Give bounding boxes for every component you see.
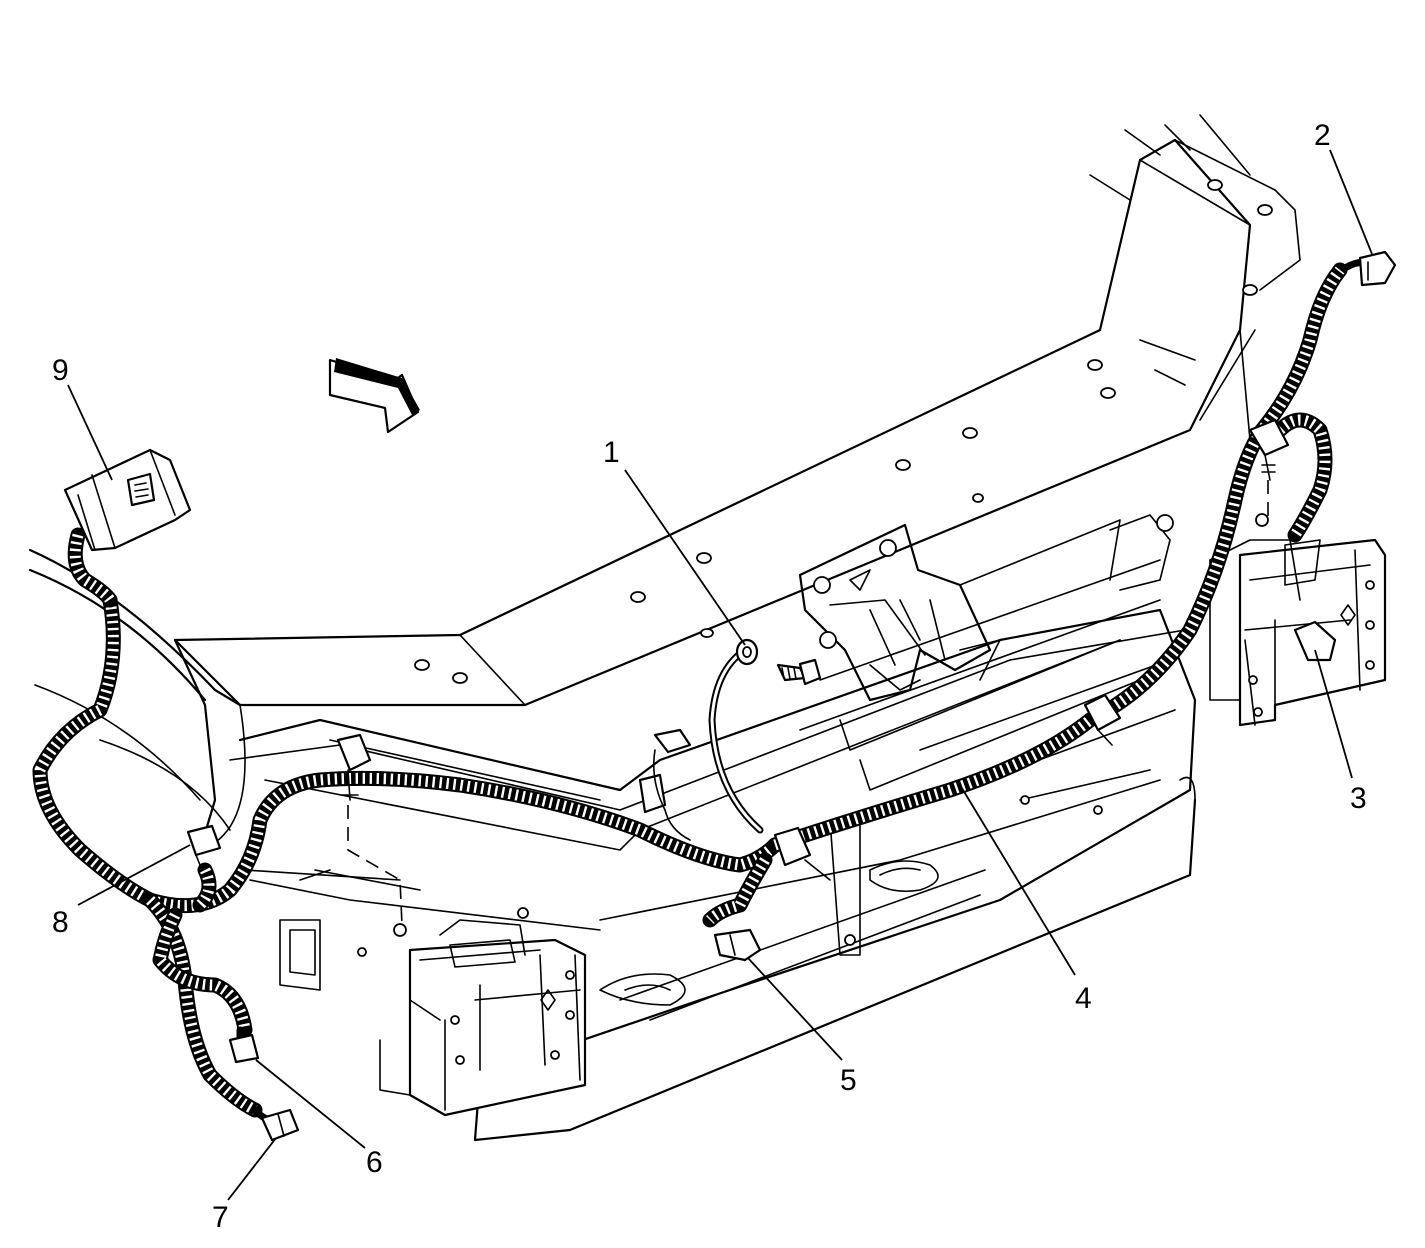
callout-8: 8 <box>52 906 69 939</box>
callouts: 1 2 3 4 5 6 7 8 9 <box>52 119 1367 1234</box>
forward-arrow-icon <box>328 358 420 434</box>
callout-5: 5 <box>840 1064 857 1097</box>
callout-3: 3 <box>1350 782 1367 815</box>
callout-4: 4 <box>1075 982 1092 1015</box>
leader-lines <box>67 149 1373 1201</box>
connectors <box>63 250 1397 1142</box>
wiring-harness <box>32 258 1369 1124</box>
callout-7: 7 <box>212 1201 229 1234</box>
callout-1: 1 <box>603 436 620 469</box>
callout-2: 2 <box>1314 119 1331 152</box>
callout-9: 9 <box>52 354 69 387</box>
callout-6: 6 <box>366 1146 383 1179</box>
front-frame-structure <box>28 114 1387 1142</box>
